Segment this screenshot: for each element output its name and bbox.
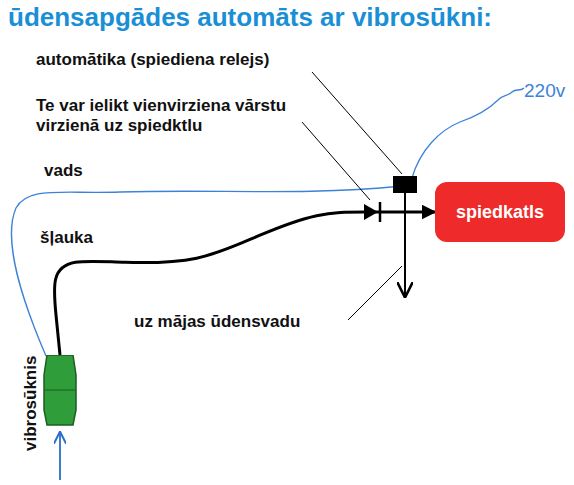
diagram-title: ūdensapgādes automāts ar vibrosūkni: [8, 2, 492, 33]
pipe [404, 186, 406, 296]
vibration-pump: vibrosūknis [20, 355, 80, 430]
pipe [380, 211, 436, 213]
node-text: spiedkatls [456, 202, 544, 223]
callout-label: uz mājas ūdensvadu [134, 312, 300, 332]
inflow-arrow [59, 434, 61, 480]
wire-label: vads [44, 161, 83, 181]
hose [54, 212, 435, 355]
leader-line [302, 122, 370, 200]
callout-label: Te var ielikt vienvirziena vārstu virzie… [36, 96, 306, 137]
check-valve [379, 202, 382, 222]
edge-label: šļauka [38, 228, 95, 248]
power-wire [412, 88, 524, 178]
pump-seam [44, 390, 76, 391]
pressure-tank: spiedkatls [435, 182, 565, 242]
check-valve [364, 204, 378, 220]
callout-label: automātika (spiediena relejs) [36, 50, 269, 70]
pump-body [44, 355, 76, 425]
leader-line [312, 72, 402, 174]
leader-line [348, 266, 402, 320]
power-wire [11, 186, 402, 356]
voltage-label: 220v [524, 80, 565, 103]
pressure-relay [393, 176, 417, 193]
node-text: vibrosūknis [21, 356, 41, 451]
